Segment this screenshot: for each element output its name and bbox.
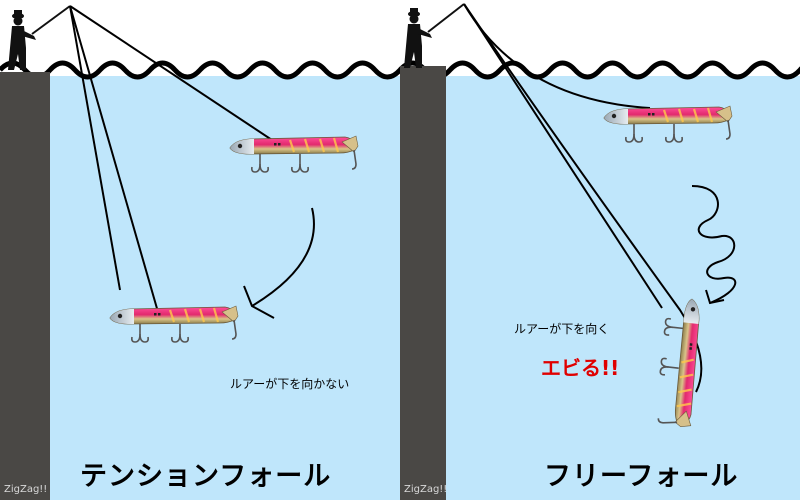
angler-silhouette xyxy=(404,8,432,68)
pier xyxy=(0,72,50,500)
water-surface xyxy=(0,63,400,77)
fall-arrow-head xyxy=(243,285,275,319)
angler-silhouette xyxy=(8,10,36,70)
spiral-arrow-head xyxy=(705,289,725,305)
panel-free-fall: ルアーが下を向く エビる!! フリーフォール ZigZag!! xyxy=(400,0,800,500)
pier xyxy=(400,66,446,500)
fishing-line-lower xyxy=(69,5,159,313)
fishing-rod xyxy=(427,3,465,33)
lure-orientation-note: ルアーが下を向かない xyxy=(230,377,350,391)
slack-line-lower xyxy=(463,3,703,393)
fishing-line-rope xyxy=(69,5,121,291)
warning-text: エビる!! xyxy=(541,356,620,380)
tension-fall-scene xyxy=(0,5,400,500)
panel-tension-fall: ルアーが下を向かない テンションフォール ZigZag!! xyxy=(0,5,400,500)
spiral-fall-arrow xyxy=(691,185,737,304)
panel-title: テンションフォール xyxy=(80,461,332,492)
fall-arrow xyxy=(251,207,315,307)
panel-title: フリーフォール xyxy=(544,461,739,492)
watermark: ZigZag!! xyxy=(404,484,448,495)
free-fall-scene xyxy=(400,3,800,500)
fishing-rod xyxy=(31,5,71,35)
water-surface xyxy=(400,63,800,77)
watermark: ZigZag!! xyxy=(4,484,48,495)
slack-line-rope xyxy=(463,3,663,309)
water xyxy=(400,76,800,500)
lure-orientation-note: ルアーが下を向く xyxy=(514,322,610,336)
fishing-line-upper xyxy=(69,5,276,143)
